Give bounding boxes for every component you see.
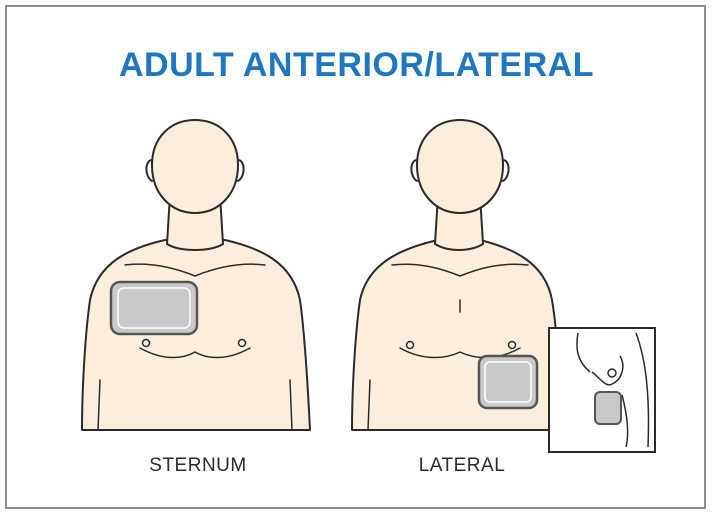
lateral-label: LATERAL xyxy=(362,456,562,475)
sternum-label: STERNUM xyxy=(98,456,298,475)
sternum-torso xyxy=(82,240,310,430)
lateral-pad xyxy=(479,356,537,408)
sternum-figure xyxy=(82,120,310,430)
sternum-head xyxy=(152,120,238,213)
inset-pad xyxy=(595,392,621,424)
inset-box xyxy=(549,328,655,452)
lateral-head xyxy=(417,120,503,213)
lateral-inset xyxy=(549,328,655,452)
sternum-pad xyxy=(111,282,197,334)
lateral-figure xyxy=(352,120,560,430)
inset-nipple xyxy=(608,369,616,377)
